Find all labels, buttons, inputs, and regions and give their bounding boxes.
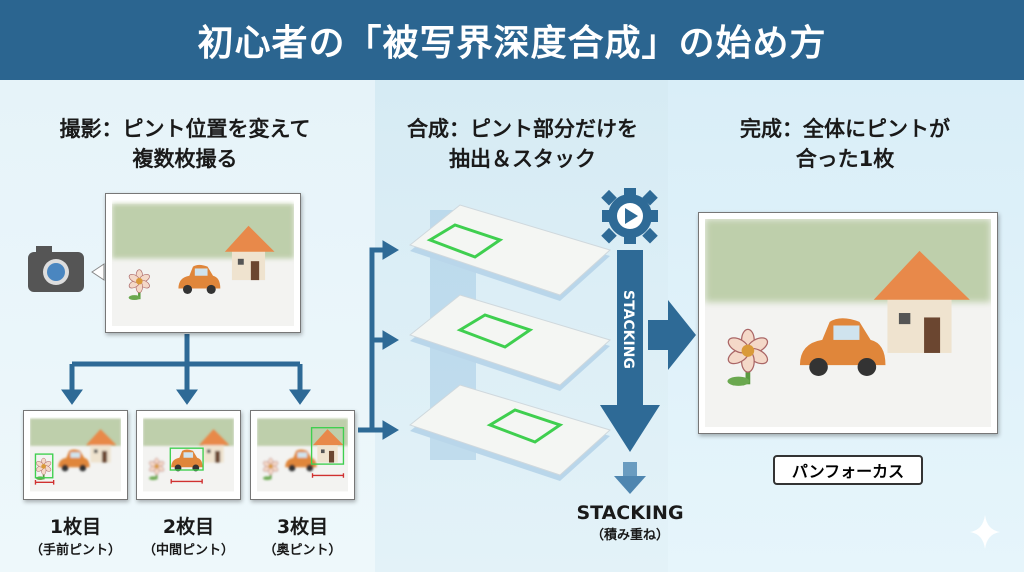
page-title: 初心者の「被写界深度合成」の始め方	[0, 0, 1024, 80]
heading-line: 合成：ピント部分だけを	[407, 117, 638, 141]
stacking-label: STACKING（積み重ね）	[576, 502, 684, 543]
stacking-vertical-label: STACKING	[620, 290, 636, 369]
heading-line: 完成：全体にピントが	[740, 117, 950, 141]
compositing-heading: 合成：ピント部分だけを 抽出＆スタック	[380, 114, 665, 174]
shot-2-label: 2枚目（中間ピント）	[142, 516, 234, 558]
shot-1-label: 1枚目（手前ピント）	[29, 516, 121, 558]
heading-line: 撮影：ピント位置を変えて	[59, 117, 311, 141]
pan-focus-badge: パンフォーカス	[773, 455, 923, 485]
heading-line: 合った1枚	[795, 147, 895, 171]
heading-line: 複数枚撮る	[132, 147, 238, 171]
result-photo	[698, 212, 998, 434]
result-heading: 完成：全体にピントが 合った1枚	[690, 114, 1000, 174]
shot-3-photo	[250, 410, 355, 500]
shot-2-photo	[136, 410, 241, 500]
main-photo	[105, 193, 301, 333]
heading-line: 抽出＆スタック	[449, 147, 596, 171]
shooting-heading: 撮影：ピント位置を変えて 複数枚撮る	[20, 114, 350, 174]
shot-1-photo	[23, 410, 128, 500]
shot-3-label: 3枚目（奥ピント）	[263, 516, 342, 558]
